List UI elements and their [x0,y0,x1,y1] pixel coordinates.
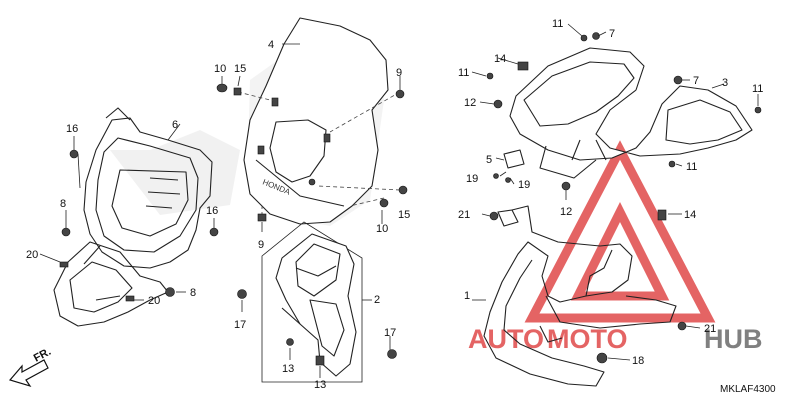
clip-20-lower [125,295,135,302]
callout-18: 18 [632,355,644,367]
callout-12-upper: 12 [464,97,476,109]
watermark-triangle-left [524,140,716,323]
watermark-triangle-inner [570,201,670,301]
part-5-bracket [503,149,525,169]
nut-15-lower [379,198,389,208]
front-arrow-icon [8,359,49,388]
callout-11-top: 11 [552,18,563,30]
callout-15-upper: 15 [234,63,246,75]
front-direction-indicator: FR. [8,346,53,388]
bolt-8-left [61,227,71,237]
bolt-16-upper [69,149,79,159]
callout-14-upper: 14 [494,53,506,65]
grommet-13-left [286,338,294,346]
clip-7-right [673,75,683,85]
callout-16-right: 16 [206,205,218,217]
front-direction-label: FR. [32,346,53,365]
grommet-4-b [257,145,265,155]
callout-19-right: 19 [518,179,530,191]
bolt-12-lower [561,181,571,191]
washer-10-upper [216,83,228,93]
nut-15-upper [233,87,242,96]
bolt-21-lower [677,321,687,331]
callout-10-lower: 10 [376,223,388,235]
callout-4: 4 [268,39,274,51]
screw-19-right [505,177,511,183]
callout-17-left: 17 [234,319,246,331]
callout-20-lower: 20 [148,295,160,307]
callout-19-left: 19 [466,173,478,185]
callout-7-top: 7 [609,28,615,40]
diagram-code: MKLAF4300 [720,384,776,395]
screw-9-upper [395,89,405,99]
callout-1: 1 [464,290,470,302]
bolt-21-upper [489,211,499,221]
bolt-8-lower [165,287,175,297]
callout-9-upper: 9 [396,67,402,79]
fasteners-left [59,149,219,302]
callout-21-upper: 21 [458,209,470,221]
callout-5: 5 [486,154,492,166]
callout-2: 2 [374,294,380,306]
callout-13-bottom: 13 [314,379,326,391]
watermark-logo-triangles [524,140,716,323]
part-3-upper-cover [486,32,762,221]
callout-21-lower: 21 [704,323,716,335]
callout-11-lower: 11 [686,161,697,173]
grommet-4-d [308,178,316,186]
callout-14-lower: 14 [684,209,696,221]
callout-6: 6 [172,119,178,131]
part-6-front-cowl [53,107,240,327]
callout-9-lower: 9 [258,239,264,251]
callout-17-right: 17 [384,327,396,339]
callout-labels: 1 2 3 4 5 6 7 7 8 8 9 9 10 10 11 11 11 1… [26,18,763,391]
callout-16-upper: 16 [66,123,78,135]
screw-9-right [398,185,408,195]
grommet-13-bottom [315,355,325,366]
screw-19-left [493,173,499,179]
callout-8-left: 8 [60,198,66,210]
callout-12-lower: 12 [560,206,572,218]
part-2-inner-panel [237,221,397,383]
callout-8-lower: 8 [190,287,196,299]
leader-lines [39,23,759,378]
grommet-4-a [271,97,279,107]
rivet-14-upper [517,61,529,71]
clip-20-left [59,261,69,268]
screw-17-right [387,349,397,359]
screw-11-left [486,72,494,80]
callout-11-left: 11 [458,67,469,79]
callout-3: 3 [722,77,728,89]
watermark-text-hub: HUB [704,324,763,354]
callout-15-lower: 15 [398,209,410,221]
bolt-12-upper [493,99,503,109]
grommet-9-lower [257,213,267,222]
rivet-14-lower [657,209,667,221]
callout-20-left: 20 [26,249,38,261]
clip-7-top [592,32,600,40]
callout-7-right: 7 [693,75,699,87]
part-1-cowl-stay [483,205,687,387]
part-4-windscreen: HONDA [243,17,389,226]
screw-11-top [580,34,588,42]
callout-10-upper: 10 [214,63,226,75]
callout-13-left: 13 [282,363,294,375]
bolt-18 [596,352,608,364]
screw-11-right [754,106,762,114]
callout-11-right: 11 [752,83,763,95]
screw-17-left [237,289,247,299]
fasteners-windscreen [216,83,408,222]
grommet-4-c [323,133,331,143]
screw-11-lower [668,160,676,168]
bolt-16-right [209,227,219,237]
